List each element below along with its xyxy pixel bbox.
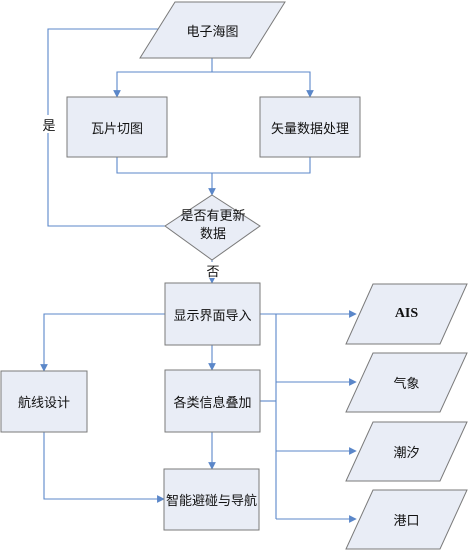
- edge-tile-merge: [116, 157, 212, 174]
- node-route-shape: [0, 370, 88, 433]
- node-chart-shape: [139, 1, 286, 59]
- node-ais-shape: [345, 283, 468, 345]
- node-tile-shape: [66, 96, 168, 158]
- edge-display-sources: [260, 313, 277, 519]
- node-display-shape: [164, 282, 261, 346]
- node-vector-shape: [259, 96, 361, 158]
- edge-chart-split: [113, 58, 213, 98]
- edge-vector-merge: [208, 157, 311, 196]
- node-avoid-shape: [163, 468, 260, 531]
- node-port-shape: [345, 489, 468, 550]
- node-overlay-shape: [164, 369, 261, 433]
- edge-display-route: [40, 313, 165, 372]
- node-decision-shape: [164, 194, 261, 261]
- edge-chart-vector: [212, 71, 314, 98]
- edge-route-avoid: [43, 432, 165, 503]
- node-tide-shape: [345, 421, 468, 482]
- node-weather-shape: [345, 352, 468, 413]
